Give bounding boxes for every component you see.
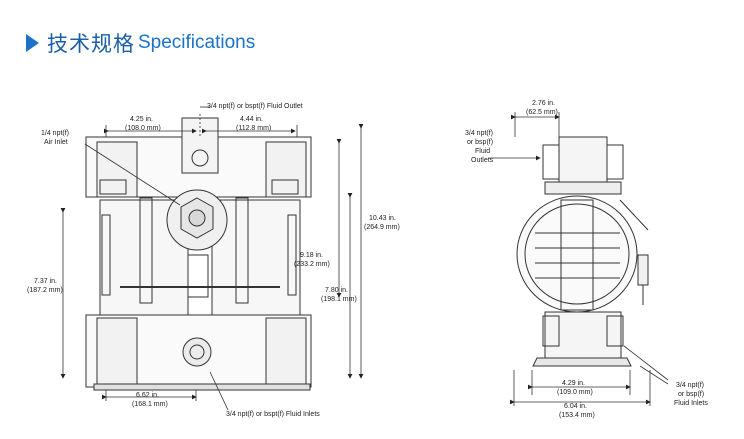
label-side-top-width: 2.76 in. [532, 100, 555, 107]
label-width-right-mm: (112.8 mm) [236, 125, 271, 132]
label-h-total: 10.43 in. [369, 215, 396, 222]
side-view [516, 136, 649, 367]
label-base-width-mm: (168.1 mm) [132, 401, 168, 408]
label-side-base-outer-mm: (153.4 mm) [559, 412, 595, 419]
label-h-left-mm: (187.2 mm) [27, 287, 63, 294]
label-air-inlet-size: 1/4 npt(f) [41, 130, 69, 137]
section-header: 技术规格 Specifications [26, 28, 255, 58]
label-h-lower: 7.80 in. [325, 287, 348, 294]
label-outlets-fluid: Fluid [475, 148, 490, 155]
side-labels: 2.76 in. (62.5 mm) 3/4 npt(f) or bsp(f) … [465, 100, 708, 419]
label-side-base-inner: 4.29 in. [562, 380, 585, 387]
label-fluid-inlets: 3/4 npt(f) or bspt(f) Fluid Inlets [226, 411, 320, 418]
label-side-base-inner-mm: (109.0 mm) [557, 389, 593, 396]
label-outlets-outlets: Outlets [471, 157, 494, 164]
label-inlets-fluid: Fluid Inlets [674, 400, 708, 407]
label-base-width: 6.62 in. [136, 392, 159, 399]
label-fluid-outlet: 3/4 npt(f) or bspt(f) Fluid Outlet [207, 103, 303, 110]
label-h-left: 7.37 in. [34, 278, 57, 285]
title-chinese: 技术规格 [47, 32, 135, 56]
play-arrow-icon [26, 34, 39, 52]
front-view [85, 117, 312, 391]
label-inlets-bsp: or bsp(f) [678, 391, 704, 398]
label-outlets-size: 3/4 npt(f) [465, 130, 493, 137]
label-width-right: 4.44 in. [240, 116, 263, 123]
label-side-top-width-mm: (62.5 mm) [526, 109, 558, 116]
label-h-lower-mm: (198.1 mm) [321, 296, 357, 303]
label-air-inlet: Air Inlet [44, 139, 68, 146]
label-h-total-mm: (264.9 mm) [364, 224, 400, 231]
front-labels: 3/4 npt(f) or bspt(f) Fluid Outlet 4.25 … [27, 103, 400, 418]
label-width-left-mm: (108.0 mm) [125, 125, 161, 132]
label-h-mid: 9.18 in. [300, 252, 323, 259]
title-english: Specifications [138, 32, 256, 53]
label-h-mid-mm: (233.2 mm) [294, 261, 330, 268]
label-outlets-bsp: or bsp(f) [467, 139, 493, 146]
label-inlets-size: 3/4 npt(f) [676, 382, 704, 389]
label-width-left: 4.25 in. [130, 116, 153, 123]
label-side-base-outer: 6.04 in. [564, 403, 587, 410]
